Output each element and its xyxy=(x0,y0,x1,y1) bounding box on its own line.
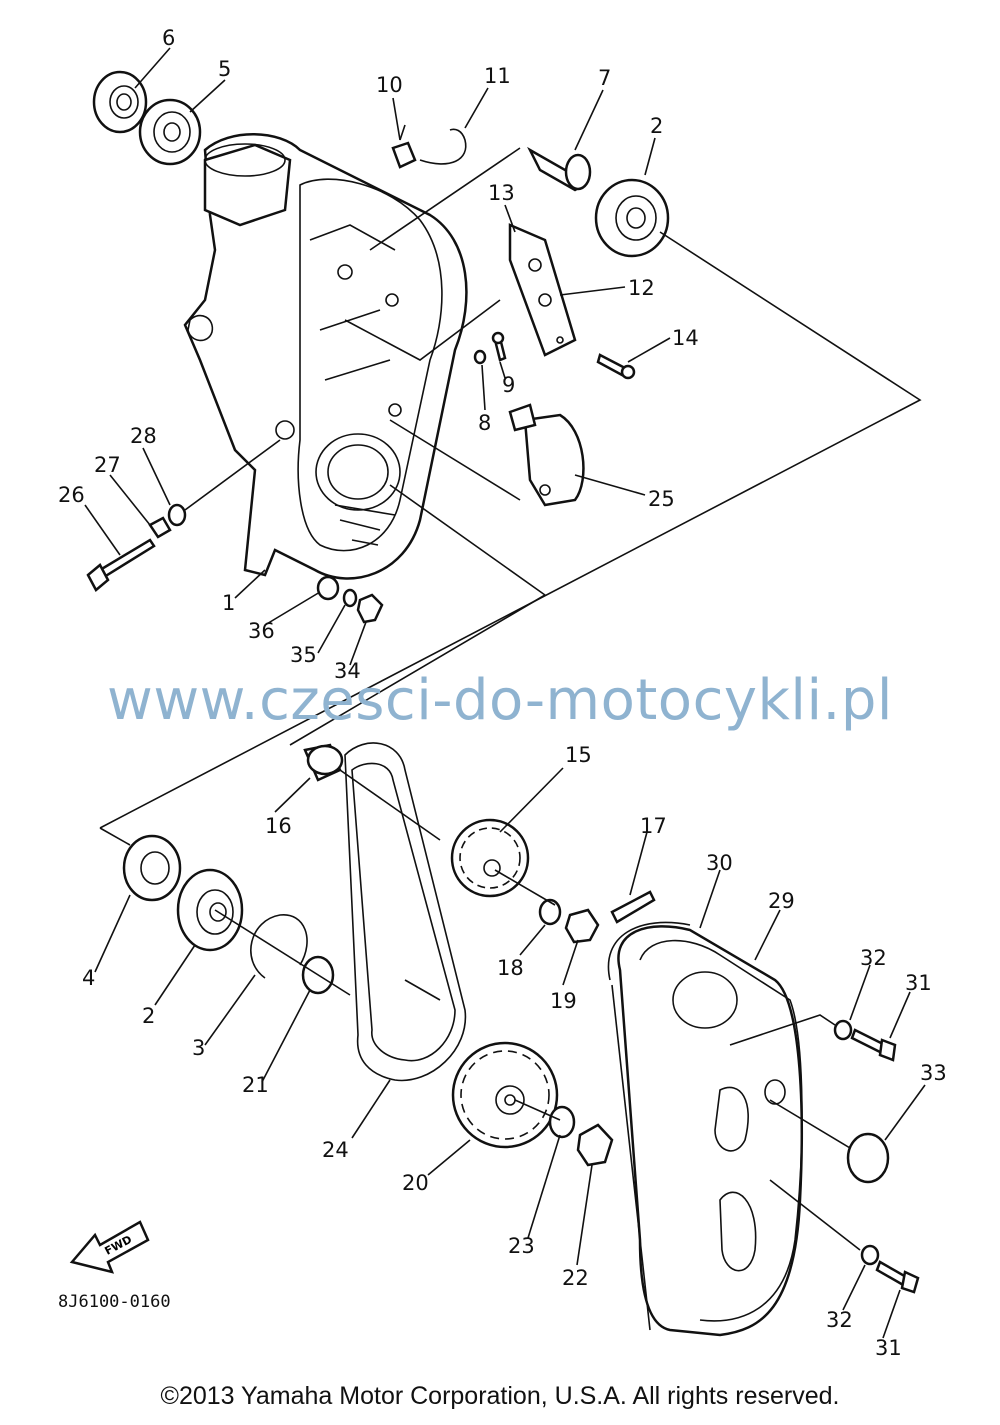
bolt-31-upper xyxy=(850,1028,897,1062)
part-number: 28 xyxy=(130,424,157,448)
gasket-30 xyxy=(607,921,691,1331)
part-number: 35 xyxy=(290,643,317,667)
part-number: 14 xyxy=(672,326,699,350)
part-number: 22 xyxy=(562,1266,589,1290)
part-number: 15 xyxy=(565,743,592,767)
chain-24 xyxy=(344,742,467,1082)
part-number-labels: 6 5 10 11 7 2 13 12 14 9 8 25 28 27 26 1… xyxy=(58,26,947,1360)
part-number: 2 xyxy=(142,1004,155,1028)
bolt-9 xyxy=(491,331,507,362)
part-number: 19 xyxy=(550,989,577,1013)
sprocket-15 xyxy=(450,818,530,898)
collar-7 xyxy=(527,146,592,192)
watermark: www.czesci-do-motocykli.pl xyxy=(107,668,893,733)
cotter-pin-17 xyxy=(610,890,656,924)
bolt-31-lower xyxy=(875,1260,920,1294)
part-number: 6 xyxy=(162,26,175,50)
part-number: 32 xyxy=(860,946,887,970)
circlip-3 xyxy=(250,914,308,979)
bearing-4 xyxy=(122,834,182,902)
hose-11 xyxy=(419,128,467,165)
part-number: 24 xyxy=(322,1138,349,1162)
part-number: 2 xyxy=(650,114,663,138)
part-number: 10 xyxy=(376,73,403,97)
part-number: 27 xyxy=(94,453,121,477)
bearing-2-lower xyxy=(176,868,244,952)
washer-36 xyxy=(316,575,340,601)
nut-19 xyxy=(564,908,600,944)
leader-lines xyxy=(84,47,926,1339)
part-number: 11 xyxy=(484,64,511,88)
chain-case-cover-29 xyxy=(617,925,803,1337)
assembly-guide-lines-upper xyxy=(99,147,922,829)
part-number: 18 xyxy=(497,956,524,980)
part-number: 17 xyxy=(640,814,667,838)
washer-28 xyxy=(167,503,187,527)
part-number: 33 xyxy=(920,1061,947,1085)
plate-12 xyxy=(508,223,577,357)
part-number: 29 xyxy=(768,889,795,913)
washer-32-upper xyxy=(833,1019,853,1041)
part-number: 32 xyxy=(826,1308,853,1332)
bushing-16 xyxy=(303,743,344,782)
diagram-code: 8J6100-0160 xyxy=(58,1292,171,1312)
nut-27 xyxy=(148,516,172,539)
part-number: 21 xyxy=(242,1073,269,1097)
part-number: 31 xyxy=(905,971,932,995)
part-number: 7 xyxy=(598,66,611,90)
washer-32-lower xyxy=(860,1244,880,1266)
screw-14 xyxy=(596,353,636,380)
part-number: 13 xyxy=(488,181,515,205)
part-number: 30 xyxy=(706,851,733,875)
part-number: 23 xyxy=(508,1234,535,1258)
part-number: 36 xyxy=(248,619,275,643)
tensioner-25 xyxy=(508,403,585,507)
sprocket-20 xyxy=(451,1041,559,1149)
bearing-5 xyxy=(138,98,202,166)
part-number: 16 xyxy=(265,814,292,838)
part-number: 3 xyxy=(192,1036,205,1060)
part-number: 34 xyxy=(334,659,361,683)
part-number: 26 xyxy=(58,483,85,507)
part-number: 31 xyxy=(875,1336,902,1360)
part-number: 5 xyxy=(218,57,231,81)
assembly-guide-lines-lower xyxy=(99,769,861,1251)
nut-34 xyxy=(356,593,384,624)
fwd-arrow-icon: FWD xyxy=(69,1220,150,1274)
part-number: 9 xyxy=(502,373,515,397)
part-number: 4 xyxy=(82,966,95,990)
bearing-6 xyxy=(92,70,148,134)
part-number: 8 xyxy=(478,411,491,435)
cap-33 xyxy=(846,1132,890,1184)
washer-35 xyxy=(342,588,358,608)
washer-8 xyxy=(473,349,487,365)
washer-23 xyxy=(548,1105,576,1139)
part-number: 1 xyxy=(222,591,235,615)
nut-22 xyxy=(576,1123,614,1167)
part-number: 12 xyxy=(628,276,655,300)
part-number: 20 xyxy=(402,1171,429,1195)
fitting-10 xyxy=(391,124,417,169)
part-number: 25 xyxy=(648,487,675,511)
washer-18 xyxy=(538,898,562,926)
bolt-26 xyxy=(86,538,156,592)
chain-case-housing xyxy=(183,133,468,580)
copyright-notice: ©2013 Yamaha Motor Corporation, U.S.A. A… xyxy=(160,1382,840,1410)
bearing-2-upper xyxy=(594,178,670,258)
